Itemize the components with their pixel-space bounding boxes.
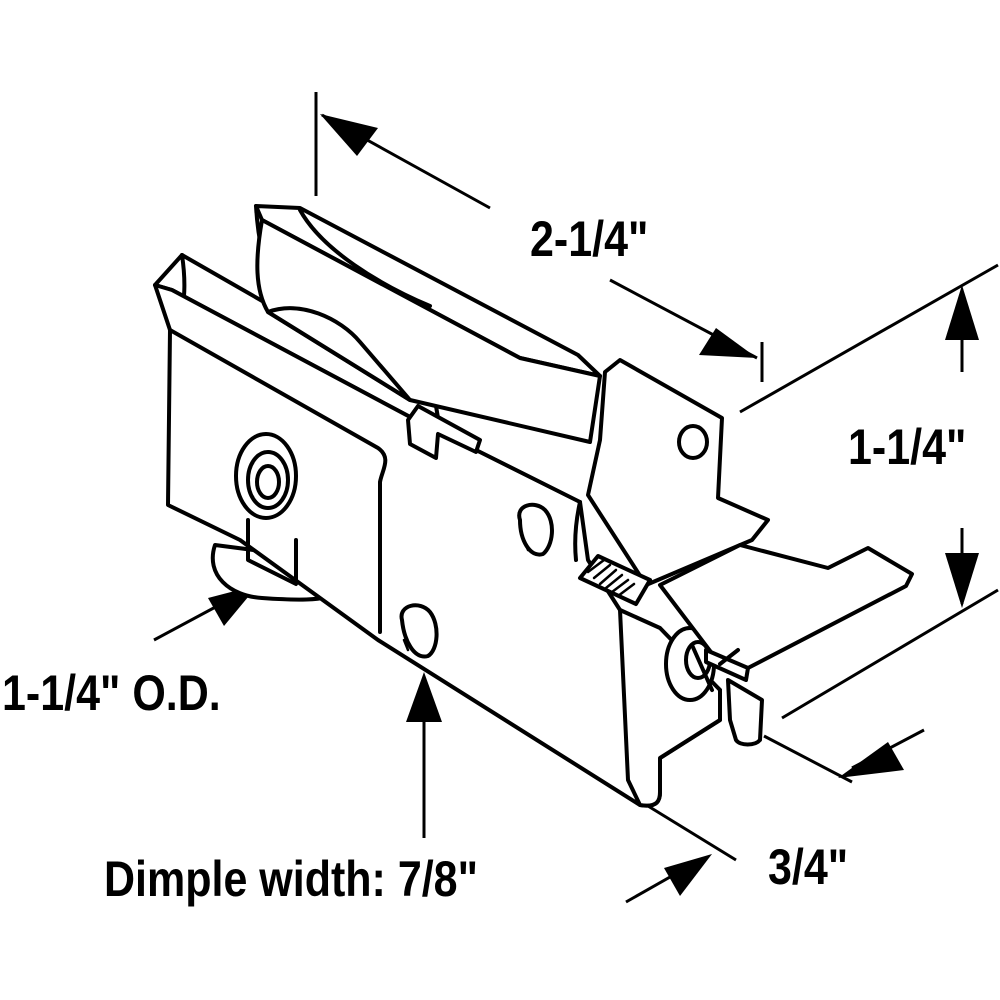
end-bracket	[586, 358, 770, 587]
top-channel	[255, 218, 602, 444]
spring	[578, 554, 652, 606]
dimple-lower	[399, 603, 439, 659]
bracket-hole	[677, 424, 709, 460]
end-cap	[618, 608, 722, 808]
wheel-od-label: 1-1/4" O.D.	[2, 665, 221, 721]
dimension-lines	[153, 92, 999, 904]
wheel-top	[266, 306, 412, 402]
roller-housing	[153, 204, 914, 808]
width-dimension-label: 3/4"	[768, 839, 849, 895]
clip-tab	[406, 404, 482, 460]
axle-boss-inner	[246, 450, 290, 510]
dimple-width-label: Dimple width: 7/8"	[104, 851, 478, 907]
height-dimension-label: 1-1/4"	[848, 419, 967, 475]
length-dimension-label: 2-1/4"	[530, 211, 649, 267]
